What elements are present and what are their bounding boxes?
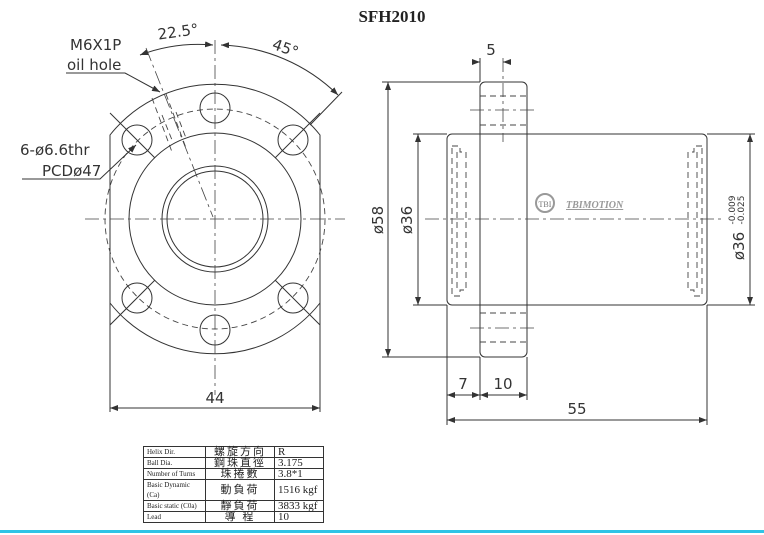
front-view: 22.5° 45° M6X1P oil hole 6-ø6.6thr PCDø4… — [20, 20, 345, 412]
spec-zh: 導 程 — [205, 511, 275, 523]
spec-en: Number of Turns — [143, 468, 206, 480]
spec-zh: 珠捲數 — [205, 468, 275, 480]
spec-en: Helix Dir. — [143, 446, 206, 458]
spec-value: 10 — [274, 511, 324, 523]
tol-upper: -0.009 — [728, 195, 738, 224]
bolt-hole — [277, 124, 309, 156]
length-dim: 55 — [567, 400, 586, 418]
spec-en: Basic static (C0a) — [143, 500, 206, 512]
spec-zh: 螺旋方向 — [205, 446, 275, 458]
spec-value: 1516 kgf — [274, 479, 324, 501]
drawing-title: SFH2010 — [358, 7, 425, 26]
oil-hole-label: oil hole — [67, 56, 121, 74]
oil-thread-label: M6X1P — [70, 36, 121, 54]
spec-zh: 靜負荷 — [205, 500, 275, 512]
width-dim: 44 — [205, 389, 224, 407]
offset-dim: 5 — [486, 41, 496, 59]
spec-value: R — [274, 446, 324, 458]
dim-10: 10 — [493, 375, 512, 393]
bolt-hole — [121, 282, 153, 314]
spec-zh: 動負荷 — [205, 479, 275, 501]
body-dia-tol-dim: ø36 — [730, 232, 748, 260]
hole-angle-label: 45° — [270, 35, 301, 61]
oil-angle-label: 22.5° — [157, 20, 200, 44]
spec-en: Lead — [143, 511, 206, 523]
tbi-logo: TBI TBIMOTION — [535, 193, 624, 213]
body-dia-dim: ø36 — [398, 206, 416, 234]
flange-dia-dim: ø58 — [369, 206, 387, 234]
dim-7: 7 — [458, 375, 468, 393]
bolt-holes — [109, 92, 321, 346]
bolt-hole — [277, 282, 309, 314]
oil-hole-axis — [145, 47, 214, 218]
holes-spec-label: 6-ø6.6thr — [20, 141, 90, 159]
flange — [479, 81, 528, 358]
bolt-hole — [121, 124, 153, 156]
spec-zh: 鋼珠直徑 — [205, 457, 275, 469]
spec-value: 3833 kgf — [274, 500, 324, 512]
pcd-label: PCDø47 — [42, 162, 101, 180]
logo-text: TBIMOTION — [566, 200, 624, 211]
nut-body — [446, 133, 708, 306]
spec-value: 3.175 — [274, 457, 324, 469]
spec-value: 3.8*1 — [274, 468, 324, 480]
spec-en: Basic Dynamic (Ca) — [143, 479, 206, 501]
side-view: TBI TBIMOTION ø58 ø36 ø36 -0.009 -0.025 … — [369, 41, 755, 425]
spec-en: Ball Dia. — [143, 457, 206, 469]
accent-bar — [0, 530, 764, 533]
tol-lower: -0.025 — [737, 195, 747, 224]
logo-mark: TBI — [539, 200, 552, 209]
